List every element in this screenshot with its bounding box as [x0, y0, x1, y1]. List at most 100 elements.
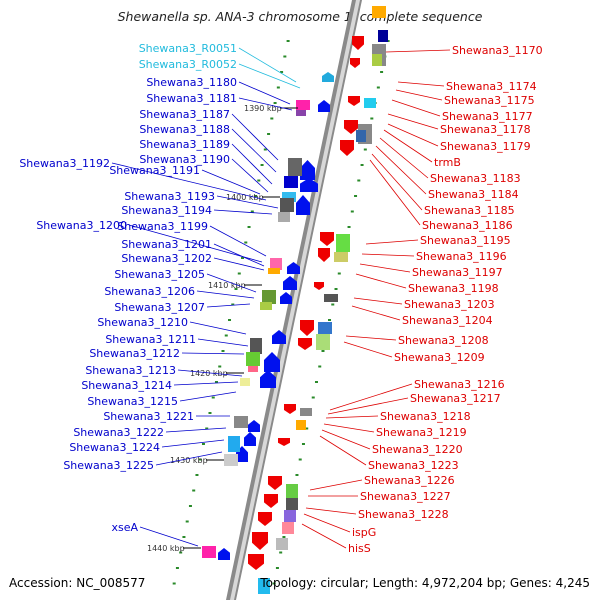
- left-gene-leader: [128, 224, 263, 263]
- right-gene-leader: [323, 423, 375, 433]
- right-gene-label: Shewana3_1183: [430, 172, 521, 185]
- gene-box: [378, 30, 388, 42]
- right-gene-label: Shewana3_1219: [376, 426, 467, 439]
- right-gene-label: Shewana3_1216: [414, 378, 505, 391]
- gene-box: [336, 234, 350, 252]
- left-gene-leader: [206, 273, 257, 293]
- left-gene-leader: [189, 321, 247, 335]
- scale-tick: [328, 319, 332, 321]
- scale-tick: [231, 303, 235, 306]
- gene-arrow-right-strand: [340, 140, 354, 156]
- left-gene-label: Shewana3_1222: [73, 426, 164, 439]
- left-gene-label: Shewana3_1192: [19, 157, 110, 170]
- left-gene-leader: [238, 63, 301, 89]
- chromosome-backbone-highlight: [230, 0, 360, 600]
- right-gene-label: Shewana3_1196: [416, 250, 507, 263]
- right-gene-leader: [375, 145, 427, 195]
- right-gene-leader: [387, 113, 439, 130]
- left-gene-label: Shewana3_1221: [103, 410, 194, 423]
- gene-arrow-right-strand: [298, 338, 312, 350]
- left-gene-label: Shewana3_1207: [114, 301, 205, 314]
- left-gene-label: Shewana3_1191: [109, 164, 200, 177]
- kbp-marker: 1400 kbp: [226, 193, 264, 202]
- scale-tick: [241, 257, 245, 259]
- left-gene-leader: [238, 97, 293, 111]
- gene-box: [260, 302, 272, 310]
- gene-arrow-left-strand: [248, 420, 260, 432]
- scale-tick: [237, 272, 241, 275]
- gene-arrow-right-strand: [258, 512, 272, 526]
- scale-tick: [305, 427, 309, 430]
- left-gene-leader: [196, 290, 255, 299]
- right-gene-leader: [329, 383, 413, 411]
- gene-arrow-right-strand: [320, 232, 334, 246]
- right-gene-label: Shewana3_1204: [402, 314, 493, 327]
- gene-box: [258, 578, 270, 594]
- right-gene-label: Shewana3_1198: [408, 282, 499, 295]
- gene-arrow-right-strand: [344, 120, 358, 134]
- gene-arrow-left-strand: [300, 160, 315, 180]
- left-gene-label: Shewana3_1225: [63, 459, 154, 472]
- kbp-marker: 1410 kbp: [208, 281, 246, 290]
- left-gene-leader: [213, 243, 265, 267]
- right-gene-leader: [365, 239, 419, 245]
- scale-tick: [250, 210, 254, 213]
- scale-tick: [286, 40, 290, 42]
- left-gene-label: Shewana3_1205: [114, 268, 205, 281]
- scale-tick: [273, 102, 277, 104]
- right-gene-leader: [343, 341, 393, 358]
- gene-arrow-right-strand: [348, 96, 360, 106]
- right-gene-leader: [395, 89, 443, 101]
- right-gene-label: Shewana3_1203: [404, 298, 495, 311]
- right-gene-leader: [385, 49, 451, 53]
- scale-tick: [347, 226, 351, 228]
- scale-tick: [228, 319, 232, 321]
- gene-arrow-right-strand: [248, 554, 264, 570]
- left-gene-leader: [231, 128, 277, 173]
- gene-box: [282, 522, 294, 534]
- scale-tick: [272, 582, 276, 585]
- left-gene-label: Shewana3_1214: [81, 379, 172, 392]
- map-title: Shewanella sp. ANA-3 chromosome 1, compl…: [117, 9, 483, 24]
- left-gene-label: Shewana3_1213: [85, 364, 176, 377]
- gene-arrow-left-strand: [318, 100, 330, 112]
- scale-tick: [172, 582, 176, 585]
- gene-box: [246, 352, 260, 366]
- scale-tick: [244, 241, 248, 244]
- scale-tick: [211, 396, 215, 399]
- gene-box: [334, 252, 348, 262]
- left-gene-leader: [213, 209, 273, 215]
- gene-arrow-right-strand: [314, 282, 324, 290]
- left-gene-label: Shewana3_1201: [121, 238, 212, 251]
- right-gene-leader: [397, 81, 445, 87]
- right-gene-leader: [303, 513, 351, 533]
- left-gene-leader: [216, 195, 279, 209]
- right-gene-leader: [309, 479, 363, 491]
- right-gene-leader: [353, 297, 403, 305]
- left-gene-label: Shewana3_1211: [105, 333, 196, 346]
- left-gene-leader: [173, 381, 239, 386]
- scale-tick: [283, 55, 287, 58]
- scale-tick: [280, 71, 284, 73]
- left-gene-leader: [139, 526, 199, 547]
- kbp-marker: 1420 kbp: [190, 369, 228, 378]
- gene-arrow-left-strand: [272, 330, 286, 344]
- gene-arrow-right-strand: [264, 494, 278, 508]
- left-gene-label: Shewana3_1180: [146, 76, 237, 89]
- left-gene-leader: [201, 169, 261, 195]
- left-gene-leader: [213, 257, 265, 271]
- left-gene-leader: [231, 113, 279, 161]
- scale-tick: [301, 443, 305, 445]
- right-gene-label: Shewana3_1209: [394, 351, 485, 364]
- right-gene-label: Shewana3_1218: [380, 410, 471, 423]
- scale-tick: [363, 148, 367, 151]
- right-gene-leader: [325, 415, 379, 419]
- gene-box: [284, 176, 298, 188]
- right-gene-label: Shewana3_1174: [446, 80, 537, 93]
- gene-box: [356, 130, 366, 142]
- left-gene-leader: [209, 225, 267, 257]
- scale-tick: [354, 195, 358, 197]
- right-gene-leader: [369, 159, 421, 226]
- left-gene-leader: [165, 427, 227, 433]
- left-gene-label: Shewana3_1202: [121, 252, 212, 265]
